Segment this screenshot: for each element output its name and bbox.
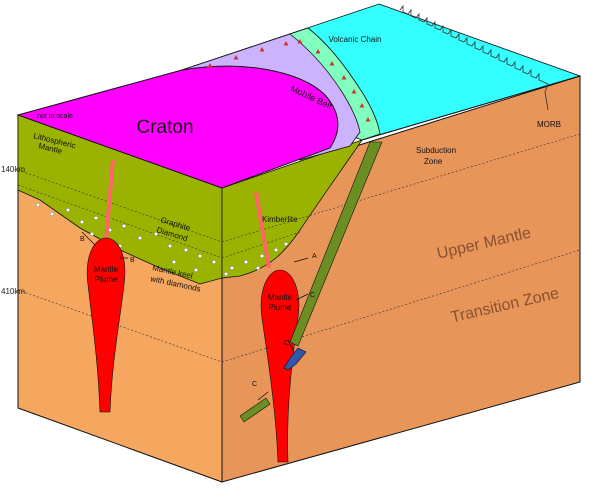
diamond-dot [256, 266, 261, 271]
depth-140-label: 140km [1, 165, 25, 174]
diamond-dot [197, 253, 202, 258]
diamond-dots [36, 202, 289, 277]
arrow-b-left [81, 231, 96, 246]
kimberlite-pipe-right [254, 192, 271, 268]
diamond-dot [137, 235, 142, 240]
depth-410-line-right [221, 249, 581, 363]
marker-b-right: B [130, 257, 135, 264]
morb-label: MORB [537, 120, 561, 129]
diamond-dot [153, 231, 158, 236]
diamond-dot [50, 211, 55, 216]
mantle-plume-left [86, 237, 126, 413]
diamond-dot [223, 272, 228, 277]
diamond-dot [93, 215, 98, 220]
volcano-marker [207, 63, 213, 68]
kimberlite-label: Kimberlite [262, 215, 298, 224]
volcanic-chain-label: Volcanic Chain [329, 35, 382, 44]
subducting-slab [289, 141, 383, 347]
diamond-dot [36, 202, 41, 207]
diamond-dot [65, 207, 70, 212]
volcano-marker [297, 39, 303, 44]
marker-c-slab: C [284, 340, 289, 347]
plume-right-label-2: Plume [269, 303, 292, 312]
marker-b-left: B [80, 236, 85, 243]
volcano-marker [341, 75, 347, 80]
arrow-c-lower [257, 391, 269, 401]
volcano-marker [359, 103, 365, 108]
volcano-marker [365, 117, 371, 122]
arrow-c-right [295, 293, 309, 301]
volcano-markers [207, 39, 371, 122]
diamond-dot [229, 266, 234, 271]
diamond-dot [89, 231, 94, 236]
diamond-dot [274, 247, 279, 252]
diamond-dot [284, 241, 289, 246]
depth-410-label: 410km [1, 287, 25, 296]
depth-140-line-front [17, 169, 223, 243]
volcano-marker [233, 55, 239, 60]
slab-fragment-2 [239, 397, 271, 423]
craton-label: Craton [136, 117, 193, 138]
arrow-a [293, 257, 309, 263]
flow-arrows [81, 231, 309, 401]
volcano-marker [315, 49, 321, 54]
mid-ocean-ridge [399, 4, 549, 111]
volcano-marker [283, 41, 289, 46]
diamond-dot [260, 253, 265, 258]
slab-fragment-1 [283, 347, 307, 371]
volcano-marker [329, 61, 335, 66]
lithospheric-keel [221, 139, 364, 279]
subduction-zone-label-2: Zone [424, 157, 443, 166]
plume-left-label-2: Plume [95, 275, 118, 284]
diamond-dot [211, 260, 216, 265]
diamond-dot [183, 247, 188, 252]
diamond-dot [193, 268, 198, 273]
arrow-c-slab [287, 339, 295, 353]
diamond-dot [171, 260, 176, 265]
trench-edge [361, 75, 581, 141]
marker-a: A [312, 253, 317, 260]
marker-c-right: C [310, 292, 315, 299]
diamond-dot [121, 223, 126, 228]
diamond-dot [243, 260, 248, 265]
ridge-line [399, 4, 549, 111]
subduction-zone-label-1: Subduction [416, 146, 456, 155]
volcano-marker [351, 89, 357, 94]
diamond-dot [79, 219, 84, 224]
depth-410-line-front [17, 289, 223, 363]
plume-right-label-1: Mantle [268, 293, 293, 302]
diamond-dot [167, 243, 172, 248]
volcano-marker [259, 47, 265, 52]
craton-top-surface [16, 65, 339, 189]
marker-c-lower: C [252, 381, 257, 388]
graphite-diamond-boundary-right [221, 231, 301, 259]
kimberlite-pipe-left [104, 160, 115, 240]
graphite-diamond-boundary [17, 184, 223, 259]
plume-left-label-1: Mantle [94, 265, 119, 274]
not-to-scale-label: not to scale [37, 113, 73, 120]
mantle-plume-right [260, 269, 300, 463]
